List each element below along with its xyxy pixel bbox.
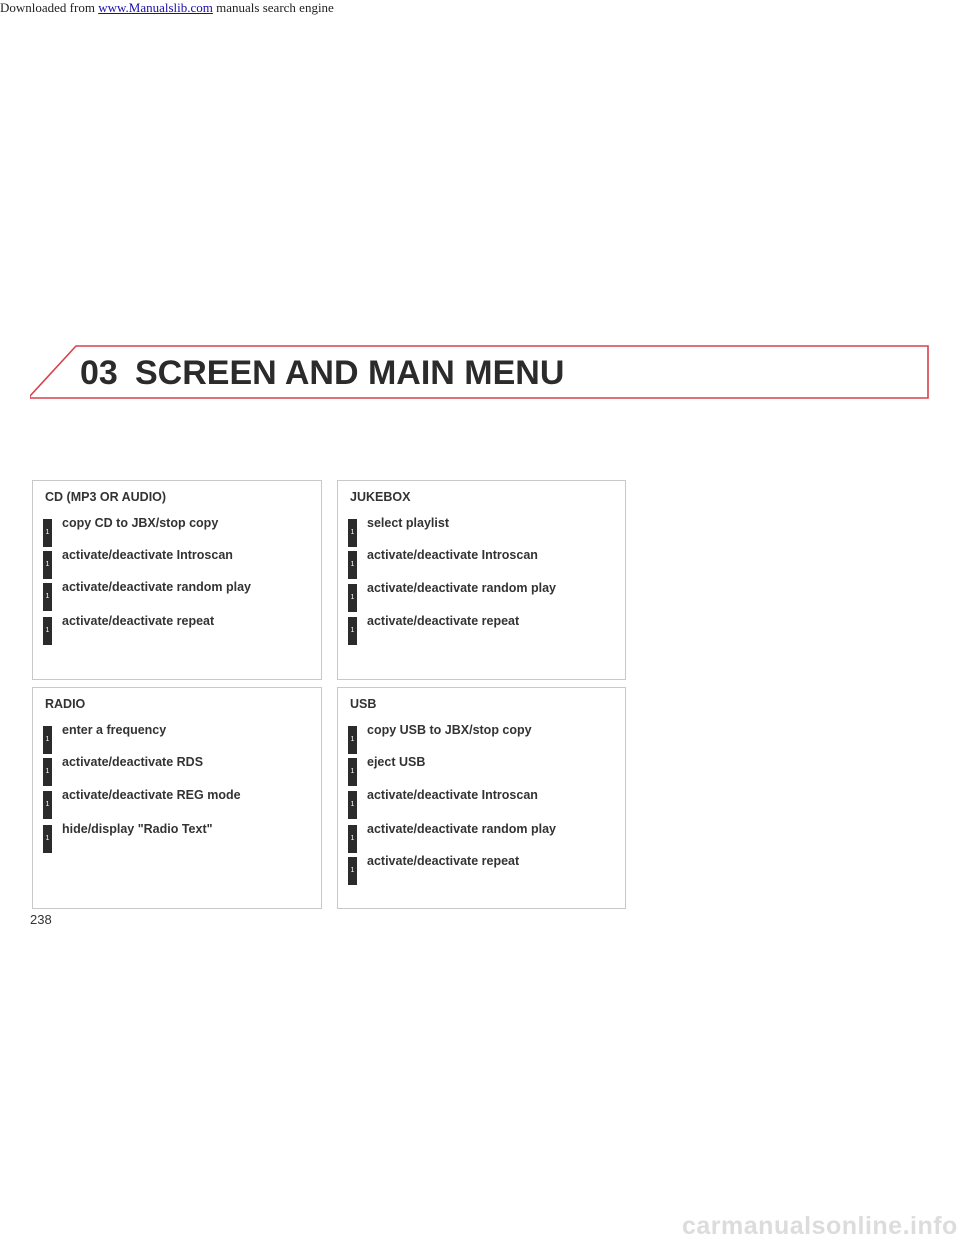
panel-cd: CD (MP3 OR AUDIO) 1 copy CD to JBX/stop … bbox=[32, 480, 322, 680]
download-header-suffix: manuals search engine bbox=[212, 0, 334, 15]
menu-item-label: hide/display "Radio Text" bbox=[62, 822, 213, 836]
menu-badge: 1 bbox=[43, 519, 52, 547]
menu-item-label: activate/deactivate random play bbox=[62, 580, 251, 594]
menu-badge: 1 bbox=[43, 825, 52, 853]
menu-badge: 1 bbox=[43, 726, 52, 754]
menu-item-label: copy USB to JBX/stop copy bbox=[367, 723, 532, 737]
menu-badge: 1 bbox=[348, 825, 357, 853]
menu-item-label: activate/deactivate random play bbox=[367, 822, 556, 836]
menu-badge: 1 bbox=[348, 758, 357, 786]
panel-radio: RADIO 1 enter a frequency 1 activate/dea… bbox=[32, 687, 322, 909]
menu-item-label: activate/deactivate Introscan bbox=[367, 548, 538, 562]
panel-jukebox: JUKEBOX 1 select playlist 1 activate/dea… bbox=[337, 480, 626, 680]
chapter-title-frame bbox=[30, 345, 929, 399]
menu-item-label: activate/deactivate repeat bbox=[367, 854, 520, 868]
chapter-number: 03 bbox=[80, 354, 118, 392]
site-watermark: carmanualsonline.info bbox=[682, 1212, 958, 1240]
menu-item-label: copy CD to JBX/stop copy bbox=[62, 516, 219, 530]
menu-item-label: select playlist bbox=[367, 516, 449, 530]
menu-item-label: activate/deactivate RDS bbox=[62, 755, 204, 769]
menu-badge: 1 bbox=[43, 551, 52, 579]
menu-badge: 1 bbox=[43, 617, 52, 645]
page-number: 238 bbox=[30, 912, 52, 927]
menu-item-label: enter a frequency bbox=[62, 723, 167, 737]
menu-badge: 1 bbox=[348, 617, 357, 645]
menu-item-label: activate/deactivate Introscan bbox=[367, 788, 538, 802]
download-header-prefix: Downloaded from bbox=[0, 0, 99, 15]
menu-item-label: activate/deactivate repeat bbox=[367, 614, 520, 628]
chapter-title: SCREEN AND MAIN MENU bbox=[135, 354, 565, 392]
menu-badge: 1 bbox=[348, 791, 357, 819]
panel-cd-title: CD (MP3 OR AUDIO) bbox=[45, 490, 167, 504]
manualslib-link[interactable]: www.Manualslib.com bbox=[98, 0, 213, 15]
download-header: Downloaded from www.Manualslib.com manua… bbox=[0, 0, 334, 16]
chapter-title-bar: 03 SCREEN AND MAIN MENU bbox=[30, 344, 930, 400]
menu-item-label: activate/deactivate Introscan bbox=[62, 548, 233, 562]
menu-badge: 1 bbox=[43, 758, 52, 786]
menu-badge: 1 bbox=[348, 551, 357, 579]
menu-item-label: activate/deactivate repeat bbox=[62, 614, 215, 628]
menu-badge: 1 bbox=[348, 584, 357, 612]
panel-jukebox-title: JUKEBOX bbox=[350, 490, 411, 504]
panel-radio-title: RADIO bbox=[45, 697, 86, 711]
menu-item-label: activate/deactivate random play bbox=[367, 581, 556, 595]
menu-badge: 1 bbox=[43, 583, 52, 611]
menu-badge: 1 bbox=[348, 519, 357, 547]
menu-badge: 1 bbox=[43, 791, 52, 819]
menu-item-label: eject USB bbox=[367, 755, 426, 769]
panel-usb-title: USB bbox=[350, 697, 377, 711]
menu-badge: 1 bbox=[348, 726, 357, 754]
menu-item-label: activate/deactivate REG mode bbox=[62, 788, 241, 802]
menu-badge: 1 bbox=[348, 857, 357, 885]
panel-usb: USB 1 copy USB to JBX/stop copy 1 eject … bbox=[337, 687, 626, 909]
